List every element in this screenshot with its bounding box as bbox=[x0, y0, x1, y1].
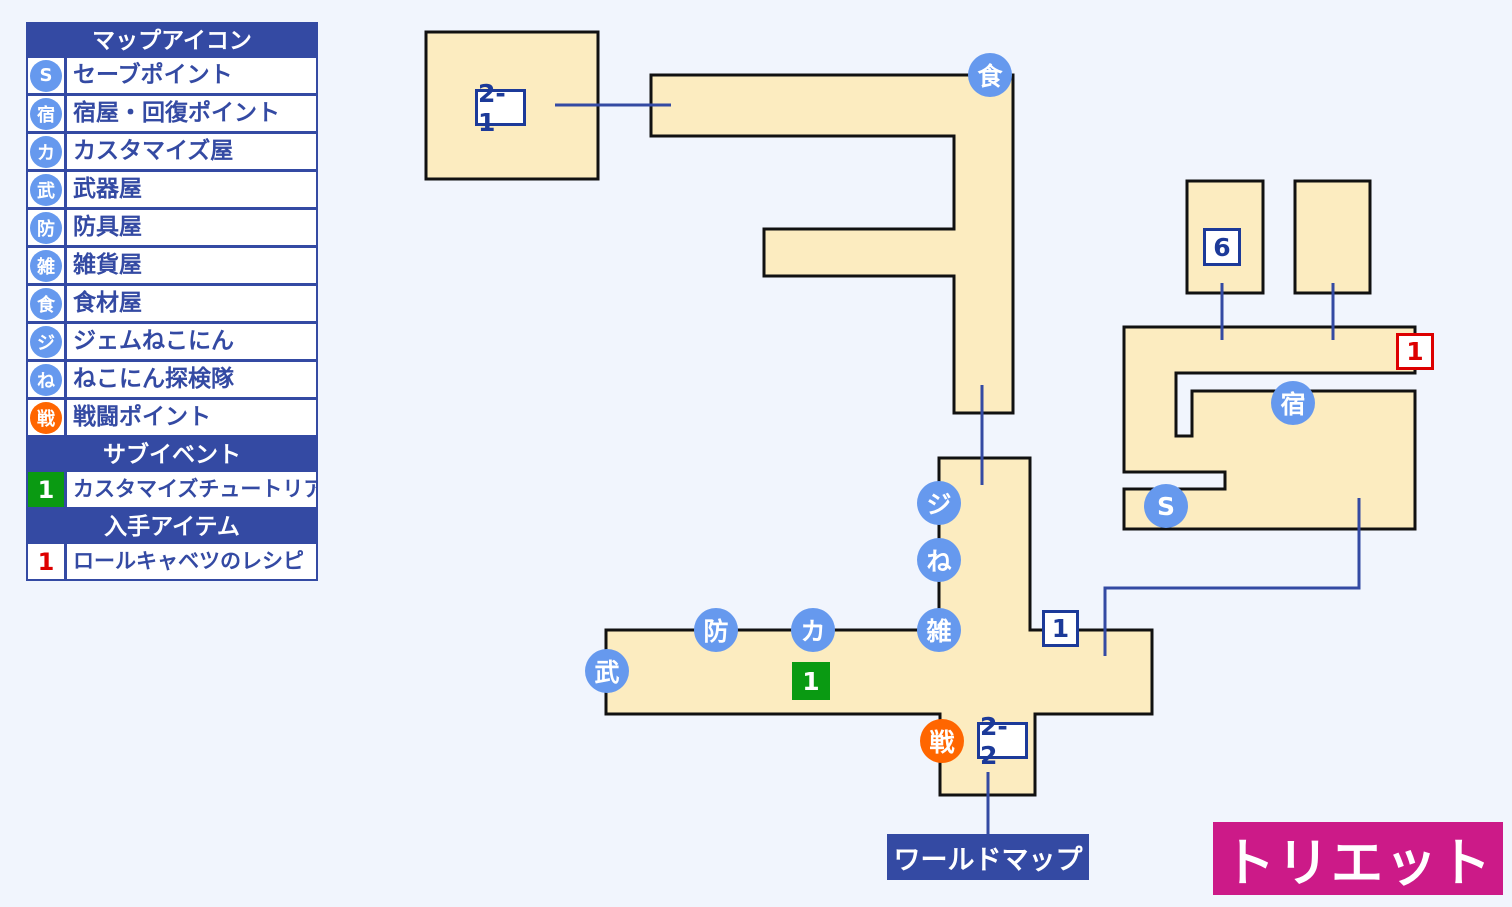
legend-label: ねこにん探検隊 bbox=[67, 362, 316, 397]
armor-shop-icon[interactable]: 防 bbox=[694, 608, 738, 652]
legend-row: 武武器屋 bbox=[28, 172, 316, 207]
legend-row: 雑雑貨屋 bbox=[28, 248, 316, 283]
room-north-corridor bbox=[649, 73, 1015, 415]
legend-label: 食材屋 bbox=[67, 286, 316, 321]
inn-icon: 宿 bbox=[30, 97, 62, 130]
room-inn-building bbox=[1122, 325, 1417, 531]
legend-label: カスタマイズ屋 bbox=[67, 134, 316, 169]
legend-header-subevent: サブイベント bbox=[103, 442, 241, 468]
legend-row: 1カスタマイズチュートリアル bbox=[28, 472, 316, 507]
food-shop-icon[interactable]: 食 bbox=[968, 53, 1012, 97]
gem-cat-icon: ジ bbox=[30, 325, 62, 358]
legend-row: 宿宿屋・回復ポイント bbox=[28, 96, 316, 131]
legend-label: 戦闘ポイント bbox=[67, 400, 316, 435]
item-marker-1[interactable]: 1 bbox=[1396, 333, 1434, 370]
exit-2-1[interactable]: 2-1 bbox=[475, 79, 526, 137]
gem-cat-icon[interactable]: ジ bbox=[917, 481, 961, 525]
legend-label: 宿屋・回復ポイント bbox=[67, 96, 316, 131]
connections bbox=[555, 103, 1361, 835]
customize-icon: カ bbox=[30, 135, 62, 168]
food-shop-icon: 食 bbox=[30, 287, 62, 320]
legend-label: 防具屋 bbox=[67, 210, 316, 245]
exit-6[interactable]: 6 bbox=[1203, 228, 1241, 266]
battle-point-icon[interactable]: 戦 bbox=[920, 719, 964, 763]
legend-label: カスタマイズチュートリアル bbox=[67, 472, 316, 507]
item-number: 1 bbox=[28, 544, 64, 579]
legend-row: 戦戦闘ポイント bbox=[28, 400, 316, 435]
customize-icon[interactable]: カ bbox=[791, 608, 835, 652]
world-map-exit[interactable]: ワールドマップ bbox=[887, 834, 1089, 880]
battle-icon: 戦 bbox=[30, 401, 62, 434]
legend-row: 防防具屋 bbox=[28, 210, 316, 245]
general-store-icon[interactable]: 雑 bbox=[917, 608, 961, 652]
armor-shop-icon: 防 bbox=[30, 211, 62, 244]
legend-label: ジェムねこにん bbox=[67, 324, 316, 359]
general-store-icon: 雑 bbox=[30, 249, 62, 282]
legend-row: ジジェムねこにん bbox=[28, 324, 316, 359]
exit-2-2[interactable]: 2-2 bbox=[977, 712, 1028, 770]
inn-icon[interactable]: 宿 bbox=[1271, 381, 1315, 425]
cat-explorers-icon: ね bbox=[30, 363, 62, 396]
area-title: トリエット bbox=[1213, 822, 1503, 895]
save-icon: S bbox=[30, 59, 62, 92]
legend-row: 食食材屋 bbox=[28, 286, 316, 321]
save-point-icon[interactable]: S bbox=[1144, 484, 1188, 528]
legend-header-icons: マップアイコン bbox=[92, 28, 252, 54]
legend-row: ねねこにん探検隊 bbox=[28, 362, 316, 397]
legend-label: 武器屋 bbox=[67, 172, 316, 207]
legend-header-items: 入手アイテム bbox=[104, 514, 240, 540]
cat-explorers-icon[interactable]: ね bbox=[917, 538, 961, 582]
room-town-square bbox=[604, 456, 1154, 797]
weapon-shop-icon[interactable]: 武 bbox=[585, 649, 629, 693]
subevent-number: 1 bbox=[28, 472, 64, 507]
legend-label: ロールキャベツのレシピ bbox=[67, 544, 316, 579]
weapon-shop-icon: 武 bbox=[30, 173, 62, 206]
subevent-marker-1[interactable]: 1 bbox=[792, 662, 830, 700]
legend-label: 雑貨屋 bbox=[67, 248, 316, 283]
room-small-east bbox=[1293, 179, 1372, 295]
exit-1[interactable]: 1 bbox=[1042, 610, 1079, 647]
legend-label: セーブポイント bbox=[67, 58, 316, 93]
legend-row: カカスタマイズ屋 bbox=[28, 134, 316, 169]
